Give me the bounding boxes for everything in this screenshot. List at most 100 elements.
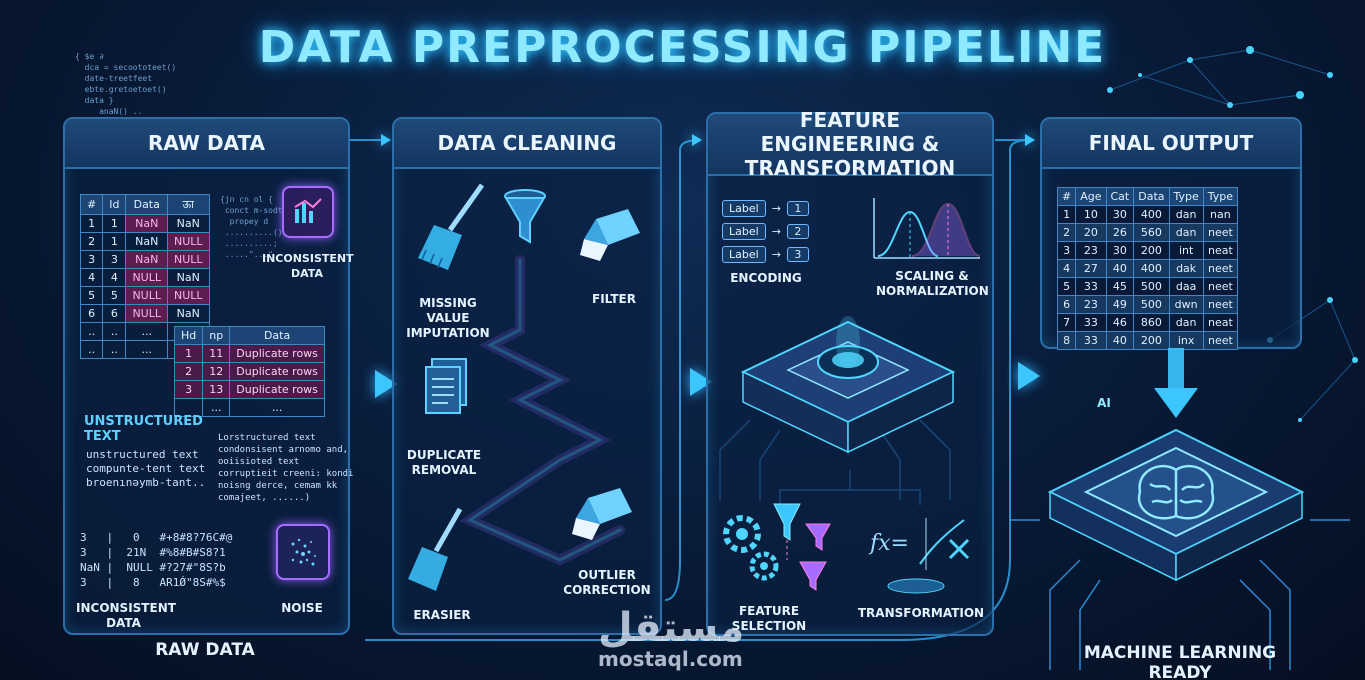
table-cell: neet [1202, 277, 1239, 296]
funnel-icon [770, 500, 842, 592]
arrow-icon: → [771, 202, 781, 215]
table-cell: 33 [1075, 331, 1107, 350]
table-cell: inx [1168, 331, 1204, 350]
filter-funnel-icon [502, 188, 548, 246]
table-cell: 46 [1105, 313, 1135, 332]
table-cell: 33 [1075, 313, 1107, 332]
table-cell: 45 [1105, 277, 1135, 296]
table-cell: 6 [1056, 295, 1077, 314]
document-stack-icon [418, 355, 474, 421]
broom-icon [402, 505, 472, 595]
encoding-label-box: Label [722, 246, 766, 263]
outlier-correction-label: OUTLIER CORRECTION [563, 568, 651, 597]
broom-icon [412, 180, 492, 275]
arrow-right-icon [692, 134, 702, 146]
arrow-icon: → [771, 225, 781, 238]
feature-selection-label: FEATURE SELECTION [731, 604, 807, 633]
encoding-row: Label → 3 [722, 246, 809, 263]
table-cell: neet [1202, 223, 1239, 242]
table-cell: 500 [1133, 277, 1170, 296]
raw-col-data: Data [125, 194, 168, 215]
chart-icon [282, 186, 334, 238]
table-cell: 10 [1075, 205, 1107, 224]
table-cell: 40 [1105, 259, 1135, 278]
ml-brain-chip-icon [1040, 420, 1312, 620]
table-cell: 40 [1105, 331, 1135, 350]
out-col-cat: Cat [1105, 187, 1135, 206]
table-cell: 49 [1105, 295, 1135, 314]
table-cell: neet [1202, 295, 1239, 314]
out-col-hash: # [1056, 187, 1077, 206]
final-output-heading: FINAL OUTPUT [1042, 119, 1300, 169]
formula-icon: fx= [864, 510, 974, 596]
unstructured-text-sample: unstructured text compunte-tent text bro… [86, 448, 206, 489]
eraser-icon [572, 484, 634, 542]
out-col-age: Age [1075, 187, 1107, 206]
table-cell: dan [1168, 205, 1204, 224]
encoding-number-box: 2 [786, 224, 809, 239]
arrow-right-icon [375, 370, 397, 398]
duplicate-removal-label: DUPLICATE REMOVAL [406, 448, 482, 477]
table-cell: 27 [1075, 259, 1107, 278]
page-title: DATA PREPROCESSING PIPELINE [258, 22, 1107, 73]
table-cell: neat [1202, 313, 1239, 332]
table-cell: dan [1168, 223, 1204, 242]
table-cell: 400 [1133, 259, 1170, 278]
table-cell: 23 [1075, 295, 1107, 314]
encoding-row: Label → 2 [722, 223, 809, 240]
dup-col-hd: Hd [173, 326, 204, 345]
distribution-chart-icon [868, 194, 984, 264]
scaling-normalization-label: SCALING & NORMALIZATION [876, 269, 989, 298]
dup-col-data: Data [229, 326, 325, 345]
table-cell: dan [1168, 313, 1204, 332]
inconsistent-data-label: INCONSISTENT DATA [262, 252, 354, 280]
feature-engineering-heading: FEATURE ENGINEERING & TRANSFORMATION [708, 108, 992, 180]
encoding-row: Label → 1 [722, 200, 809, 217]
raw-data-footer: RAW DATA [155, 640, 255, 660]
ai-label: AI [1097, 396, 1111, 410]
arrow-right-icon [1018, 362, 1040, 390]
gears-icon [718, 508, 788, 588]
filter-label: FILTER [592, 292, 636, 306]
raw-col-hash: # [79, 194, 104, 215]
machine-learning-ready-label: MACHINE LEARNING READY [1083, 643, 1277, 680]
table-cell: 20 [1075, 223, 1107, 242]
raw-col-id: Id [102, 194, 127, 215]
table-cell: neet [1202, 331, 1239, 350]
data-cleaning-heading: DATA CLEANING [394, 119, 660, 169]
transformation-label: TRANSFORMATION [857, 606, 985, 620]
arrow-down-icon [1154, 348, 1198, 420]
table-cell: 7 [1056, 313, 1077, 332]
table-row: ...... [173, 398, 325, 417]
out-col-type: Type [1168, 187, 1204, 206]
arrow-icon: → [771, 248, 781, 261]
erasier-label: ERASIER [413, 608, 471, 622]
table-cell: 860 [1133, 313, 1170, 332]
table-cell: neet [1202, 259, 1239, 278]
missing-value-imputation-label: MISSING VALUE IMPUTATION [406, 296, 490, 340]
unstructured-text-sample-2: Lorstructured text condonsisent arnomo a… [218, 433, 354, 503]
noisy-data-decoration: 3 | 0 #+8#8?76C#@ 3 | 21N #%8#B#S8?1 NaN… [80, 531, 233, 589]
encoding-label-box: Label [722, 223, 766, 240]
table-cell: dak [1168, 259, 1204, 278]
encoding-label-box: Label [722, 200, 766, 217]
table-cell: 5 [1056, 277, 1077, 296]
watermark-arabic: مستقل [598, 605, 745, 651]
noise-label: NOISE [281, 601, 323, 615]
watermark: مستقل mostaql.com [598, 608, 744, 670]
out-col-type-2: Type [1202, 187, 1239, 206]
table-cell: 23 [1075, 241, 1107, 260]
